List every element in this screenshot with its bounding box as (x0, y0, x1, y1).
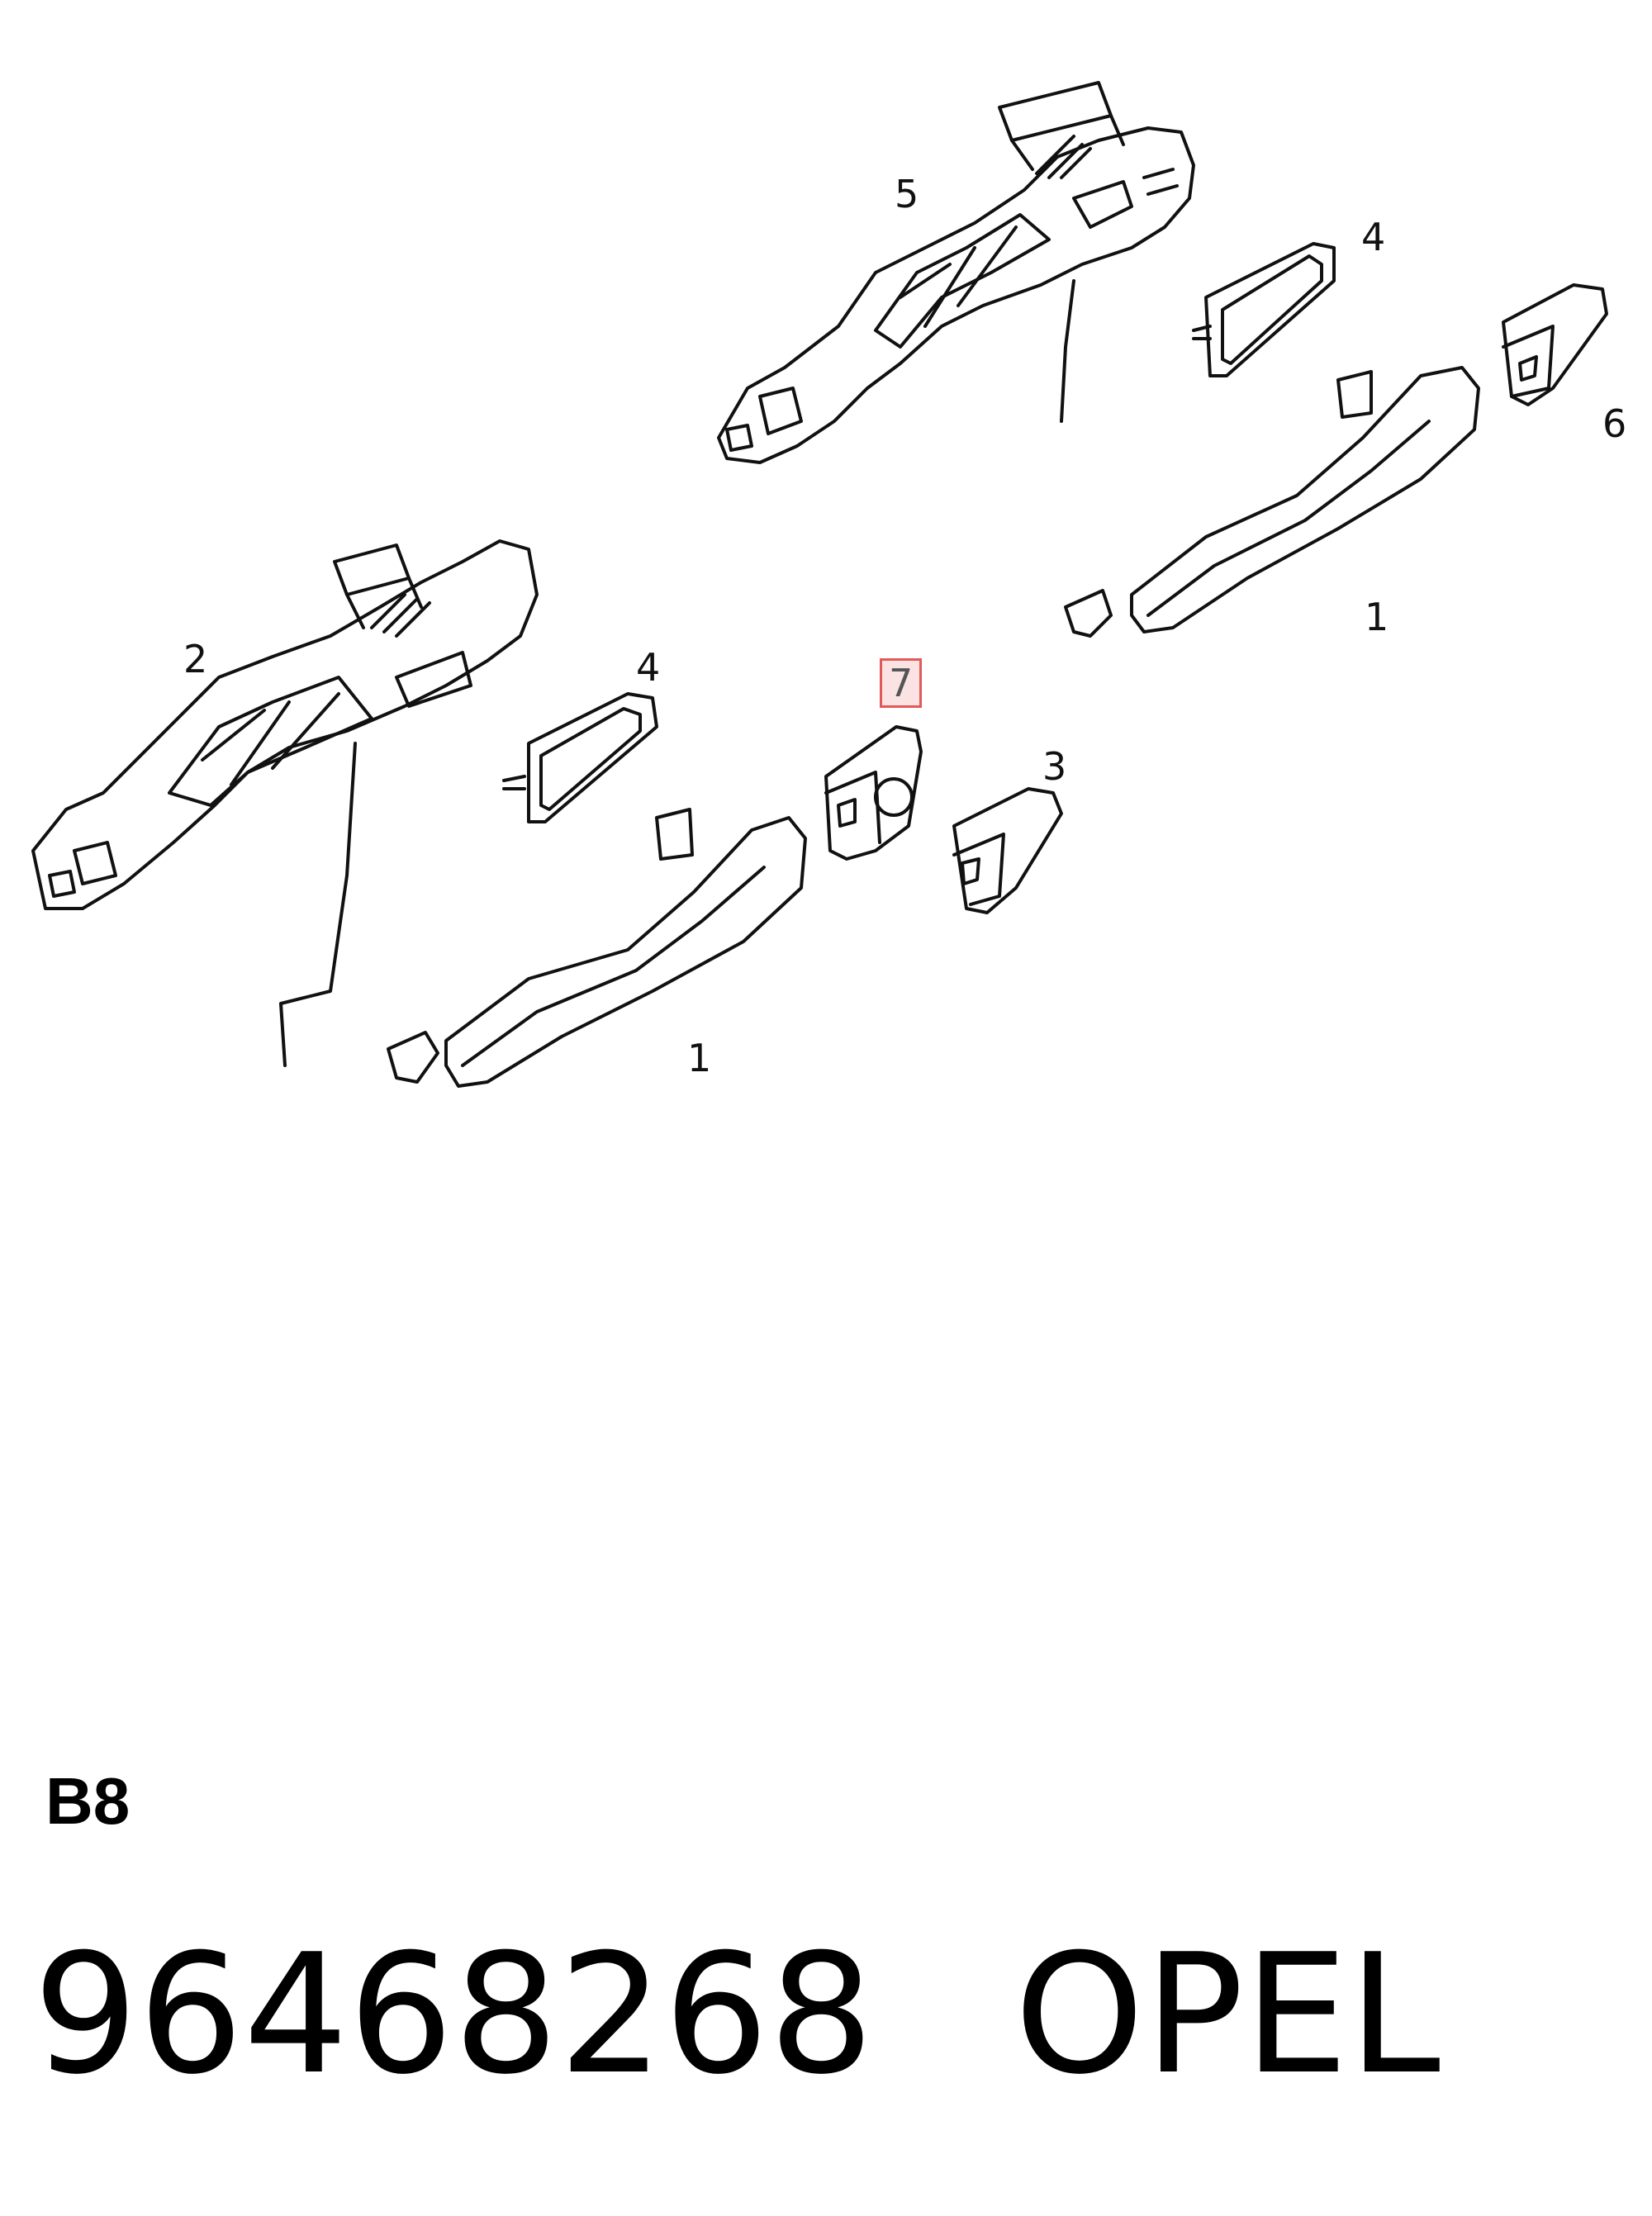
callout-3: 3 (1042, 744, 1067, 789)
part-number: 96468268 (33, 1919, 874, 2111)
seal-lower (502, 692, 658, 823)
callout-1-right: 1 (1365, 595, 1389, 639)
callout-6: 6 (1602, 401, 1627, 446)
callout-2: 2 (183, 637, 208, 681)
end-cap-upper (1502, 283, 1608, 406)
end-cap-lower (952, 787, 1063, 914)
seal-upper (1192, 242, 1336, 377)
callout-4-lower: 4 (636, 645, 661, 690)
callout-5: 5 (895, 172, 919, 216)
brand-name: OPEL (1014, 1919, 1441, 2111)
section-code: B8 (45, 1764, 131, 1838)
callout-7-highlighted[interactable]: 7 (880, 658, 923, 708)
handle-frame-lower (31, 539, 539, 1067)
callout-4-upper: 4 (1361, 215, 1386, 259)
callout-1-lower: 1 (687, 1036, 712, 1080)
lock-cylinder-cap (824, 725, 923, 861)
exploded-parts-diagram (31, 81, 1608, 1088)
handle-upper-right (1064, 366, 1480, 638)
handle-frame-upper (717, 81, 1195, 464)
handle-lower-left (387, 808, 807, 1088)
